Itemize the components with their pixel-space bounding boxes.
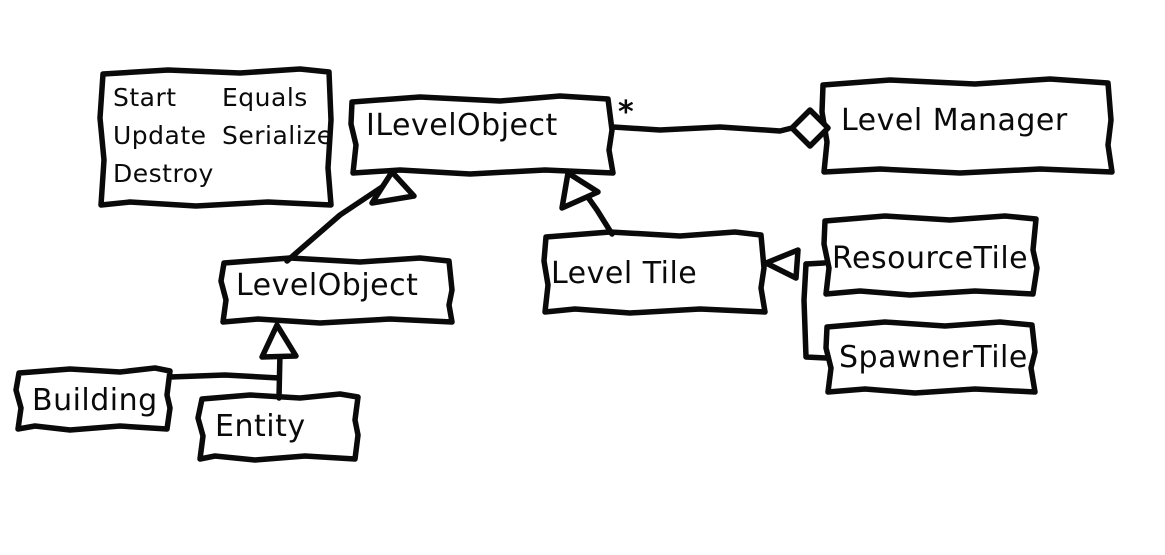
generalization-line-levelobject	[284, 180, 391, 264]
aggregation-diamond-icon	[789, 107, 831, 149]
class-box-ilevelobject	[348, 93, 616, 177]
generalization-line-entity	[276, 349, 283, 401]
class-box-levelmanager	[819, 76, 1115, 176]
generalization-triangle-leveltile-icon	[559, 170, 601, 211]
note-box-outline	[97, 66, 334, 209]
class-box-building	[13, 365, 173, 433]
generalization-triangle-tiles-icon	[763, 247, 801, 281]
generalization-triangle-levelobject-icon	[369, 169, 417, 206]
class-box-entity	[195, 391, 361, 463]
aggregation-line-levelmanager-ilevelobject	[610, 124, 795, 134]
class-box-leveltile	[541, 229, 768, 316]
generalization-line-resourcetile	[803, 260, 827, 267]
generalization-line-spawnertile	[801, 261, 829, 361]
generalization-line-building	[167, 372, 282, 381]
class-box-levelobject	[218, 255, 455, 326]
class-box-spawnertile	[823, 319, 1038, 396]
class-box-resourcetile	[821, 213, 1040, 298]
generalization-triangle-levelobject-children-icon	[259, 322, 299, 360]
